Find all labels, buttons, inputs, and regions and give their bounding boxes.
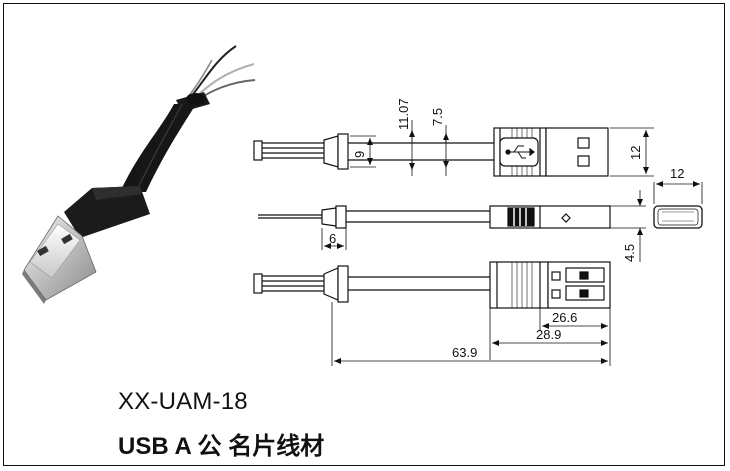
model-number: XX-UAM-18 xyxy=(118,388,248,415)
bottom-view xyxy=(253,261,611,309)
end-view xyxy=(653,205,703,229)
dimension-lines xyxy=(321,120,703,366)
dim-12-plug: 12 xyxy=(628,146,643,160)
dim-11-07: 11.07 xyxy=(396,98,411,130)
product-description: USB A 公 名片线材 xyxy=(118,433,325,460)
drawing-frame xyxy=(3,3,725,466)
dim-28-9: 28.9 xyxy=(536,327,561,342)
dim-6: 6 xyxy=(329,231,336,246)
product-photo xyxy=(22,45,256,304)
dim-26-6: 26.6 xyxy=(552,310,577,325)
dim-7-5: 7.5 xyxy=(430,108,445,126)
top-view xyxy=(253,127,609,177)
side-view xyxy=(258,205,611,229)
dim-12-end: 12 xyxy=(670,166,684,181)
dim-63-9: 63.9 xyxy=(452,345,477,360)
dim-4-5: 4.5 xyxy=(622,244,637,262)
dim-9: 9 xyxy=(352,151,367,158)
